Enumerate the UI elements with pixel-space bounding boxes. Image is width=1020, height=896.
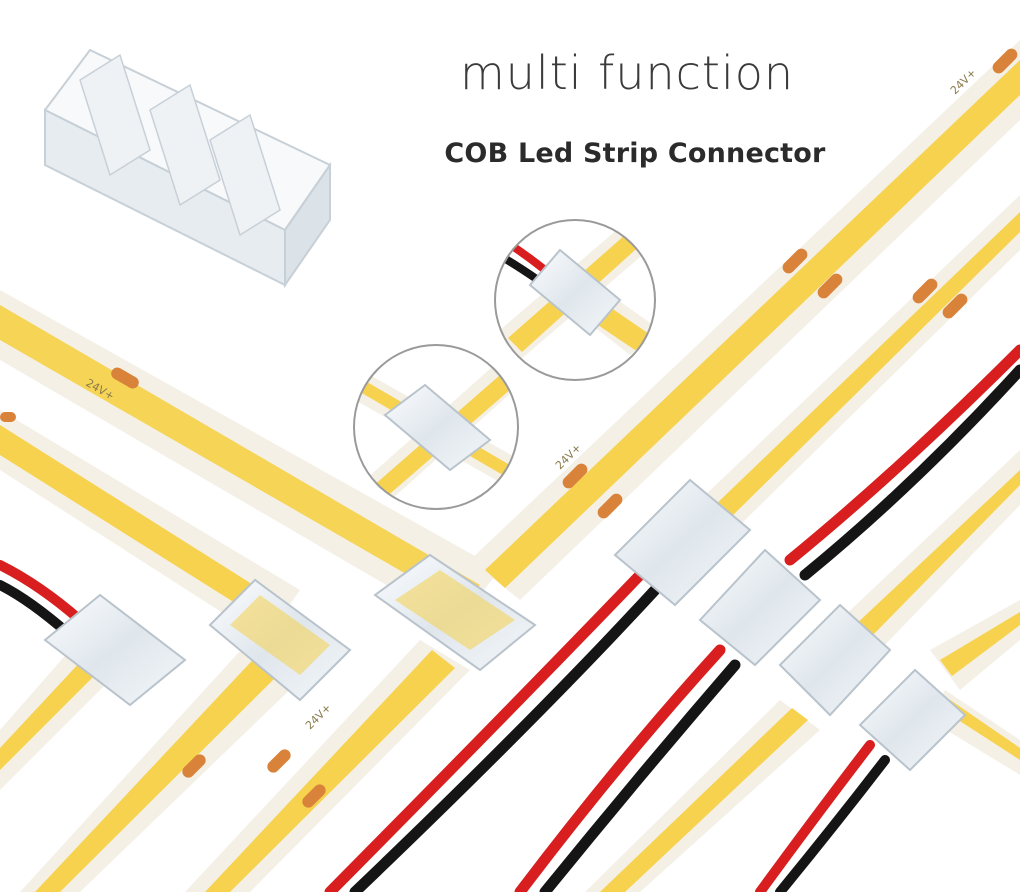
connector-strip-to-wire [613,478,752,607]
led-strip [0,290,500,625]
led-strip [470,40,1020,600]
connector-strip-to-strip [778,603,892,717]
led-strip [20,640,300,892]
connector-elbow [208,578,352,702]
led-strip [0,410,300,640]
led-strip [585,700,820,892]
page-subtitle: COB Led Strip Connector [444,138,826,169]
led-strip [700,195,1020,525]
connector-wire-to-wire [698,548,822,667]
led-strip [0,650,110,790]
strip-marking: 24V+ [303,701,334,732]
page-title: multi function [459,46,795,100]
wire-pair [784,344,1020,581]
detail-circle-wire-connector [494,219,656,381]
connector-product-closeup [43,48,332,289]
wire-pair [755,740,890,896]
wire-pair [324,569,661,896]
led-strip [930,600,1020,775]
wire-pair [514,644,741,896]
connector-t-junction [373,553,537,672]
detail-circle-cross-connector [353,344,519,510]
connector-t-wire [858,668,967,772]
connector-left [43,593,187,707]
led-strip [840,450,1020,650]
led-strip [185,640,470,892]
